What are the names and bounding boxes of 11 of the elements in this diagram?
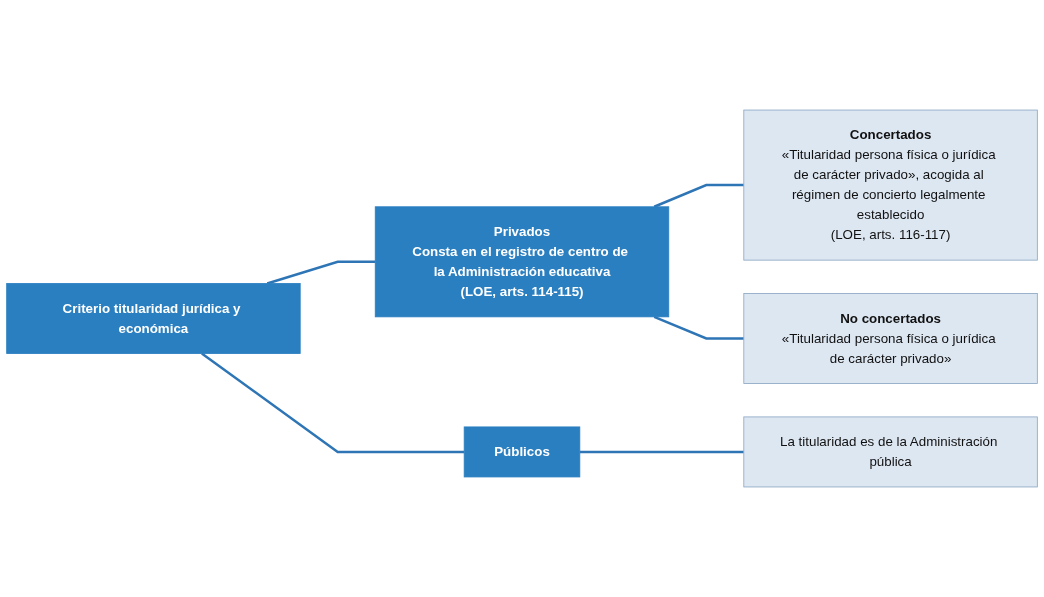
node-box: La titularidad es de la Administración pública — [743, 416, 1038, 488]
connector — [201, 352, 465, 454]
node-box: Públicos — [463, 426, 581, 478]
node-box: Criterio titularidad jurídica y económica — [6, 283, 301, 354]
node-box: Concertados «Titularidad persona física o jurídica de carácter privado», acogida al régimen de concierto legalmente establecido (LOE, arts. 116-117) — [743, 109, 1038, 261]
connector — [579, 450, 744, 454]
connector — [266, 260, 376, 285]
connector — [653, 315, 744, 340]
node-box: No concertados «Titularidad persona física o jurídica de carácter privado» — [743, 293, 1038, 384]
node-box: Privados Consta en el registro de centro de la Administración educativa (LOE, arts. 114-115) — [374, 206, 670, 318]
connector — [653, 183, 744, 208]
